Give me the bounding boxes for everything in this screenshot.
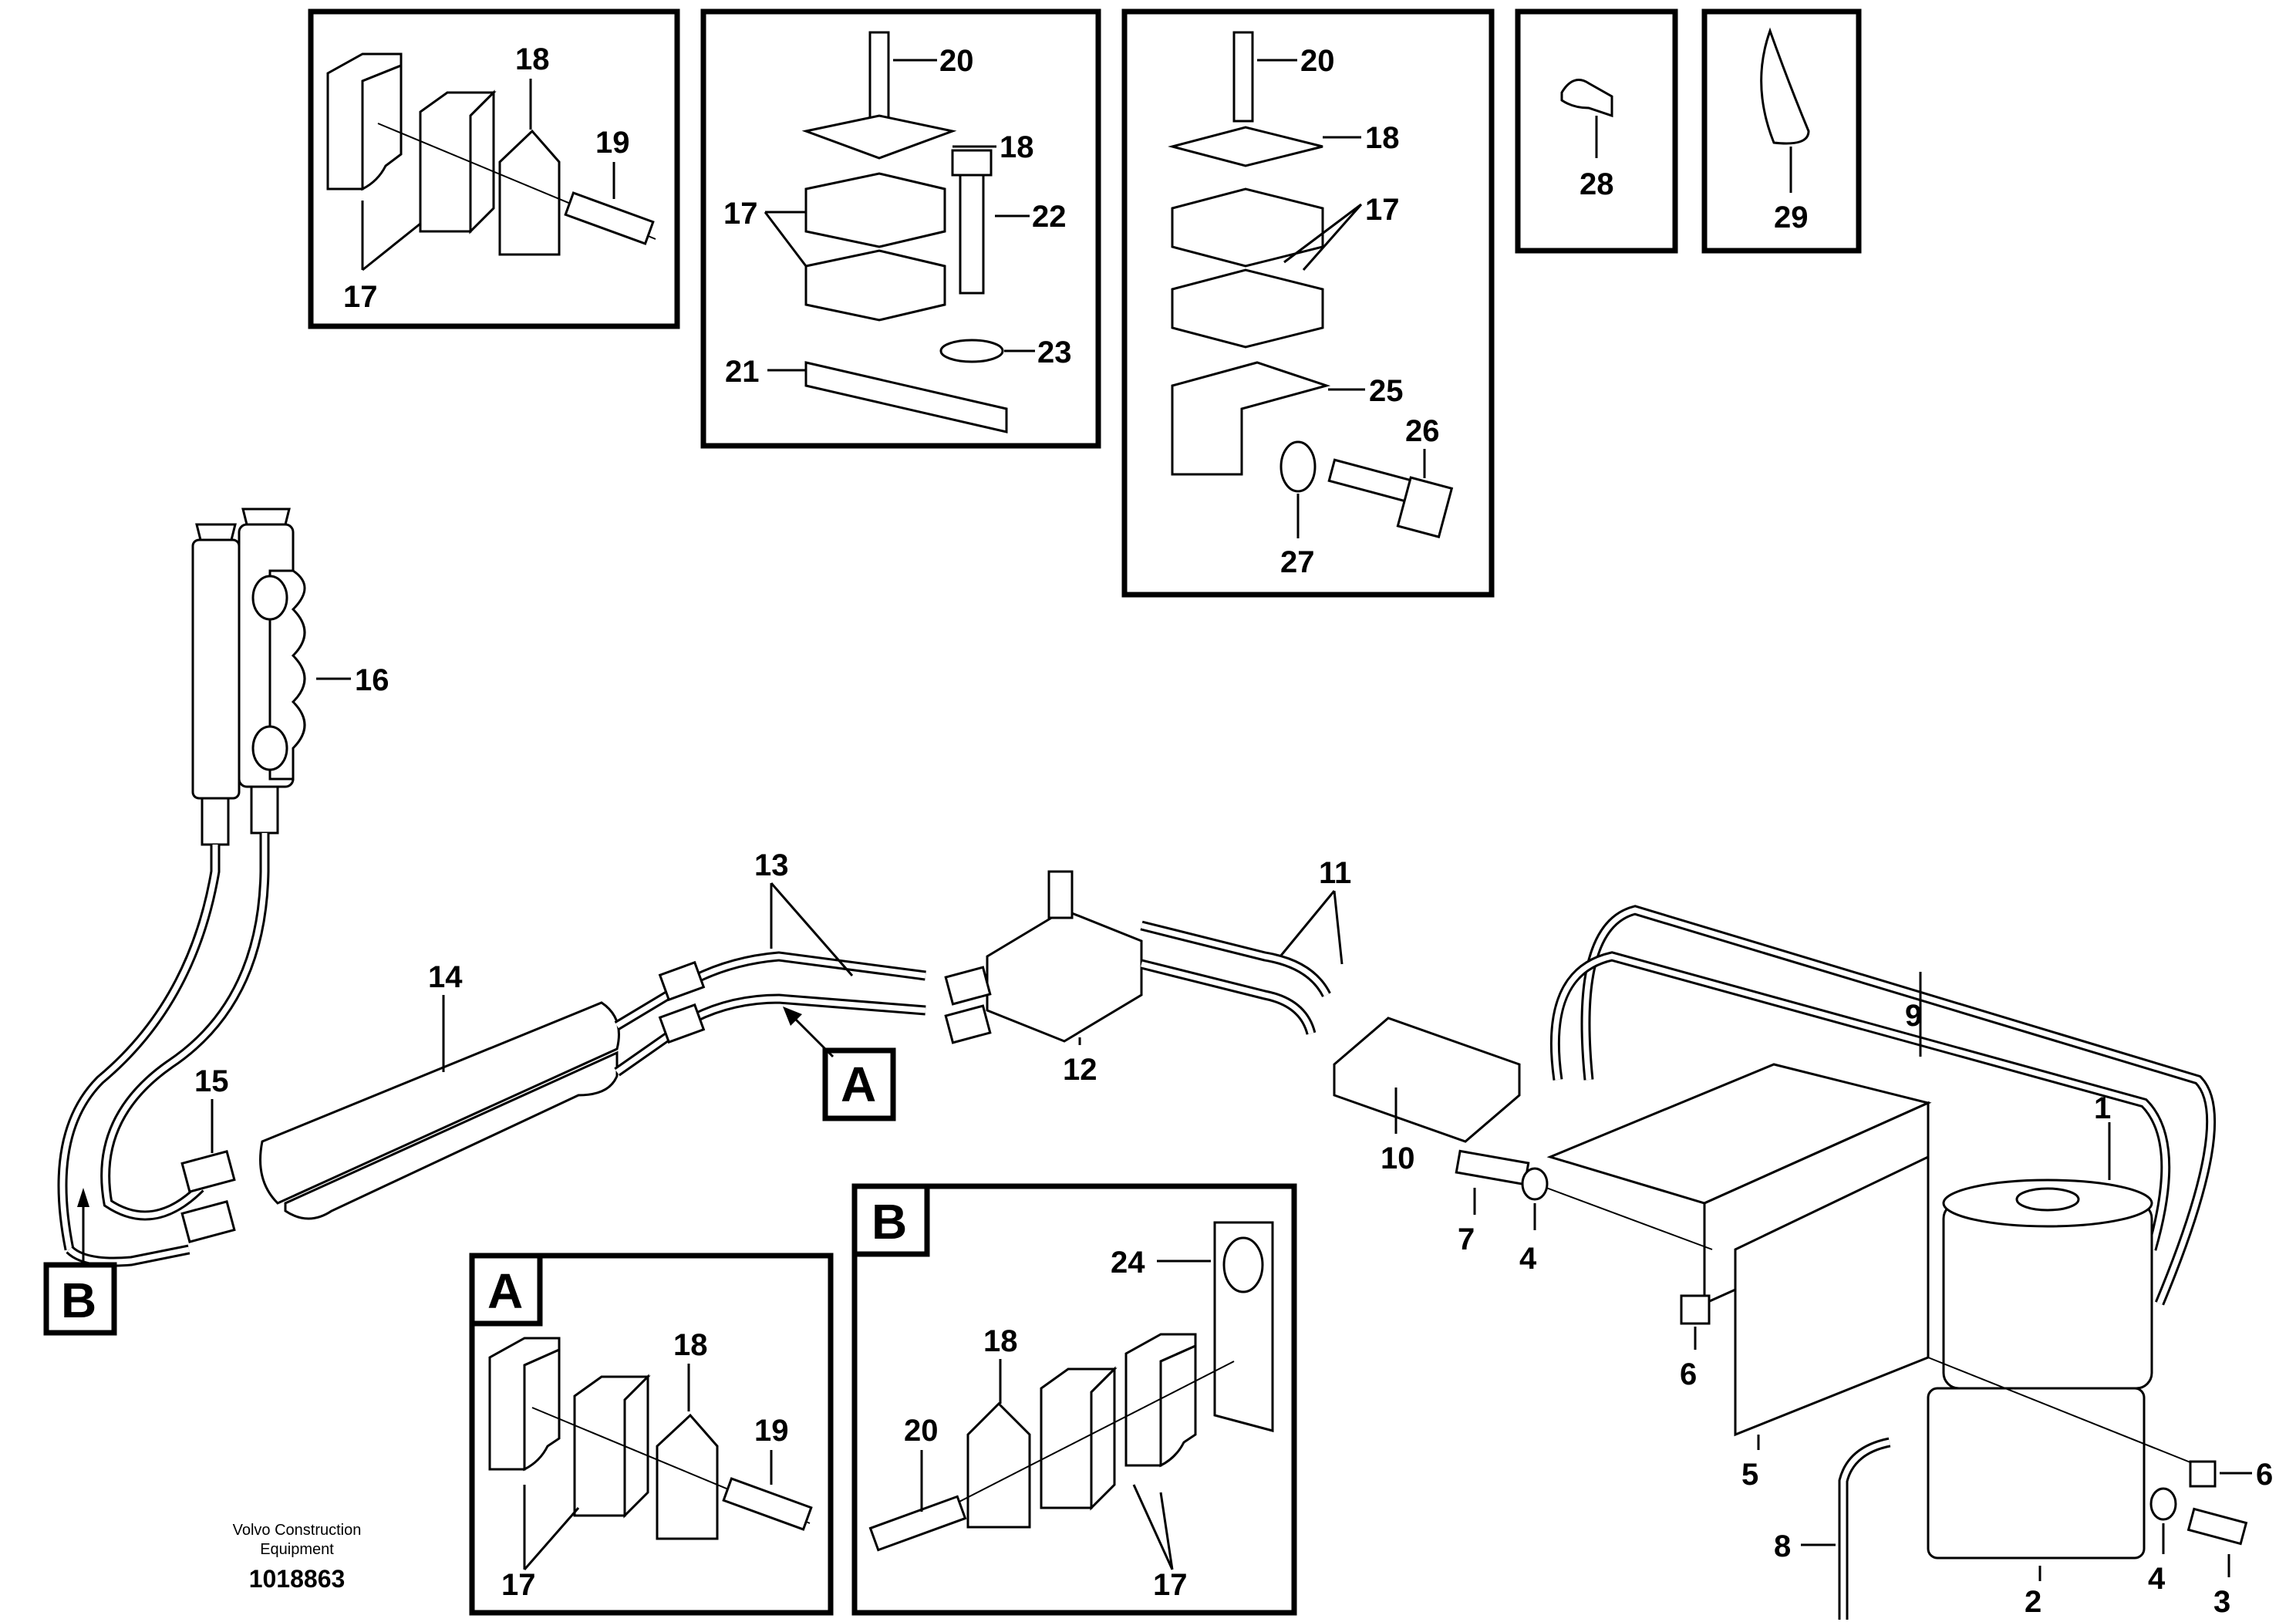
callout-2: 2 <box>2025 1585 2041 1619</box>
detail-box-clamp-1: 17 18 19 <box>308 8 680 329</box>
callout-28: 28 <box>1580 167 1614 201</box>
section-marker-b: B <box>61 1273 96 1328</box>
callout-17-box-a: 17 <box>501 1568 536 1602</box>
callout-8: 8 <box>1774 1529 1791 1563</box>
callout-10: 10 <box>1381 1141 1415 1175</box>
callout-20-box-b: 20 <box>904 1414 939 1448</box>
callout-18-box2: 18 <box>1000 130 1034 164</box>
callout-3: 3 <box>2213 1585 2230 1619</box>
callout-22-box2: 22 <box>1032 200 1067 234</box>
detail-box-clamp-2: 20 18 17 22 23 21 <box>700 8 1101 449</box>
credit-line-1: Volvo Construction <box>233 1522 362 1539</box>
callout-17-box1: 17 <box>343 280 378 314</box>
detail-box-clamp-3: 20 18 17 25 27 26 <box>1121 8 1495 598</box>
detail-box-cable-tie: 29 <box>1701 8 1862 254</box>
callout-4-right: 4 <box>2148 1562 2166 1596</box>
callout-6-left: 6 <box>1680 1357 1697 1391</box>
callout-19-box-a: 19 <box>754 1414 789 1448</box>
callout-11: 11 <box>1319 856 1351 890</box>
callout-17-box-b: 17 <box>1153 1568 1188 1602</box>
callout-13: 13 <box>754 848 789 882</box>
detail-box-b: B 24 17 18 20 <box>851 1183 1297 1616</box>
callout-25-box3: 25 <box>1369 374 1404 408</box>
detail-label-b: B <box>872 1194 907 1249</box>
credit-line-2: Equipment <box>260 1541 334 1558</box>
drawing-number: 1018863 <box>249 1565 346 1593</box>
callout-29: 29 <box>1774 201 1809 234</box>
callout-26-box3: 26 <box>1405 414 1440 448</box>
callout-17-box2: 17 <box>723 197 758 231</box>
callout-21-box2: 21 <box>725 355 760 389</box>
section-marker-a: A <box>841 1057 876 1112</box>
callout-15: 15 <box>194 1064 229 1098</box>
callout-18-box1: 18 <box>515 42 550 76</box>
callout-18-box-a: 18 <box>673 1328 708 1362</box>
footer: Volvo Construction Equipment 1018863 <box>233 1522 362 1593</box>
callout-14: 14 <box>428 960 463 994</box>
callout-18-box3: 18 <box>1365 121 1400 155</box>
detail-box-clip: 28 <box>1515 8 1678 254</box>
callout-17-box3: 17 <box>1365 193 1400 227</box>
callout-9: 9 <box>1905 999 1922 1033</box>
callout-5: 5 <box>1741 1458 1758 1492</box>
callout-20-box3: 20 <box>1300 44 1335 78</box>
callout-1: 1 <box>2094 1091 2111 1125</box>
callout-16: 16 <box>355 663 389 697</box>
callout-20-box2: 20 <box>939 44 974 78</box>
detail-box-a: A 17 18 19 <box>469 1253 834 1616</box>
callout-6-right: 6 <box>2256 1458 2273 1492</box>
detail-label-a: A <box>487 1263 523 1319</box>
callout-19-box1: 19 <box>595 126 630 160</box>
callout-12: 12 <box>1063 1053 1097 1087</box>
main-assembly: 16 B 15 14 13 <box>43 508 2273 1620</box>
callout-27-box3: 27 <box>1280 545 1315 579</box>
callout-7: 7 <box>1458 1222 1475 1256</box>
callout-18-box-b: 18 <box>983 1324 1018 1358</box>
callout-4-left: 4 <box>1519 1242 1537 1276</box>
callout-23-box2: 23 <box>1037 336 1072 369</box>
callout-24: 24 <box>1111 1246 1145 1280</box>
